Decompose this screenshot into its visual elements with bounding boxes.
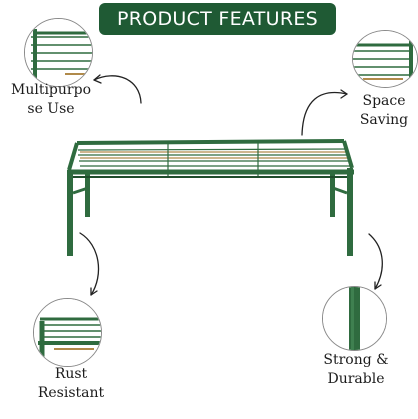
arrow-space-saving [301,89,348,136]
strong-durable-detail-circle [322,286,387,351]
rust-resistant-detail-circle [33,298,102,367]
arrow-multipurpose [93,74,142,104]
strong-durable-line2: Durable [327,371,385,387]
rack-corner-detail-icon [25,19,92,86]
rust-resistant-label: Rust Resistant [28,365,114,403]
space-saving-detail-circle [352,30,418,88]
multipurpose-label: Multipurpo se Use [2,81,100,119]
rust-resistant-line2: Resistant [37,385,105,401]
multipurpose-line2: se Use [27,101,75,117]
rust-resistant-line1: Rust [54,366,88,382]
multipurpose-detail-circle [24,18,93,87]
arrow-strong-durable [368,233,383,290]
arrow-rust-resistant [79,232,100,296]
multipurpose-line1: Multipurpo [11,82,91,98]
space-saving-line1: Space [362,93,406,109]
space-saving-line2: Saving [359,112,409,128]
strong-durable-line1: Strong & [323,352,389,368]
rack-end-detail-icon [34,299,101,366]
space-saving-label: Space Saving [352,92,416,130]
metal-rack [67,139,354,256]
rack-corner-detail-icon [353,31,417,87]
strong-durable-label: Strong & Durable [315,351,397,389]
rack-leg-detail-icon [323,287,386,350]
product-features-banner: PRODUCT FEATURES [99,3,336,35]
banner-title: PRODUCT FEATURES [116,8,319,30]
